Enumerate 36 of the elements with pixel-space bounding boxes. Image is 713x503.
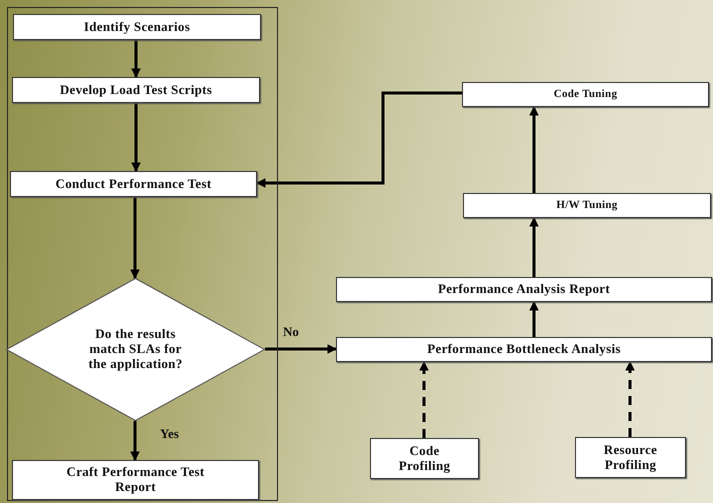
box-label: Craft Performance Test Report xyxy=(66,465,206,495)
box-label: Performance Bottleneck Analysis xyxy=(427,342,621,357)
arrow xyxy=(130,421,140,461)
box-label: Resource Profiling xyxy=(602,442,658,472)
box-label: Performance Analysis Report xyxy=(438,282,610,297)
decision-diamond xyxy=(6,278,265,421)
process-box xyxy=(462,82,709,107)
arrow xyxy=(529,301,539,337)
box-label: Conduct Performance Test xyxy=(56,176,212,192)
process-box xyxy=(336,337,712,362)
box-label: Code Tuning xyxy=(554,88,618,101)
process-box xyxy=(463,193,711,218)
edge-label: Yes xyxy=(160,426,179,442)
arrow xyxy=(131,103,141,172)
process-box xyxy=(336,277,712,302)
arrow xyxy=(131,40,141,78)
arrow xyxy=(256,92,462,188)
arrow xyxy=(130,197,140,279)
arrow xyxy=(529,106,539,193)
process-box xyxy=(13,14,261,40)
box-label: Code Profiling xyxy=(398,444,452,474)
decision-label: Do the results match SLAs for the application? xyxy=(87,327,184,372)
edge-label: No xyxy=(283,324,299,340)
process-box xyxy=(575,437,686,478)
arrow xyxy=(529,217,539,277)
box-label: Develop Load Test Scripts xyxy=(60,82,212,98)
process-box xyxy=(10,171,257,197)
process-box xyxy=(12,460,259,500)
arrow xyxy=(265,344,337,354)
group-frame xyxy=(7,7,278,501)
box-label: Identify Scenarios xyxy=(84,20,190,34)
process-box xyxy=(370,438,479,479)
process-box xyxy=(12,77,260,103)
dashed-arrow xyxy=(419,361,429,438)
dashed-arrow xyxy=(625,361,635,437)
box-label: H/W Tuning xyxy=(556,199,618,212)
